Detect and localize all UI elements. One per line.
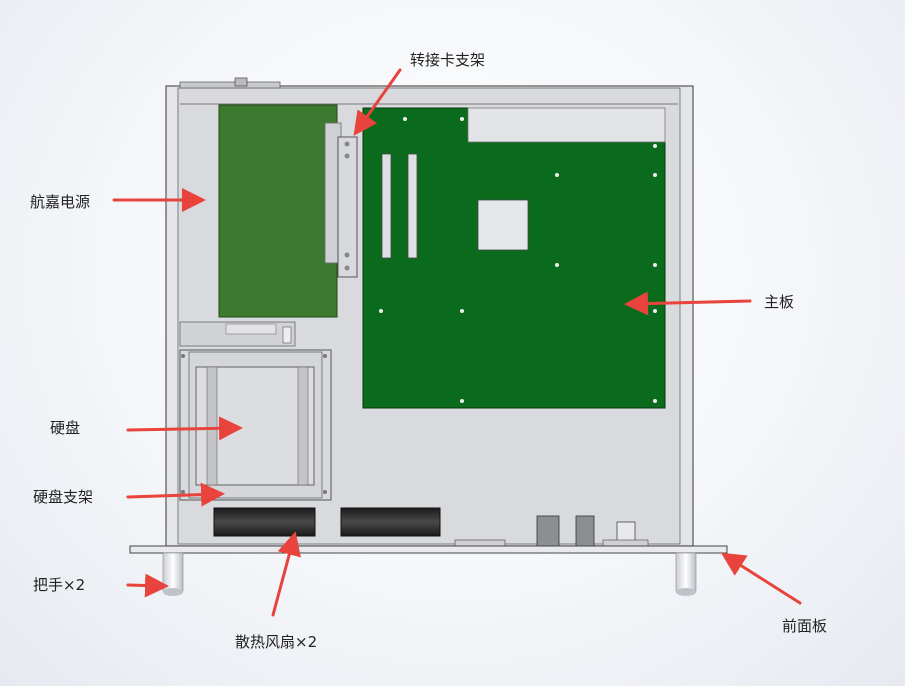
label-disk-bracket: 硬盘支架 — [33, 488, 94, 506]
label-hard-disk: 硬盘 — [50, 419, 81, 437]
handles — [162, 552, 697, 596]
label-front-panel: 前面板 — [782, 617, 828, 635]
arrow-motherboard — [624, 291, 752, 316]
label-adapter-bracket: 转接卡支架 — [410, 51, 486, 69]
callout-arrows — [112, 68, 802, 617]
label-fans: 散热风扇×2 — [235, 633, 318, 651]
arrow-handle — [126, 573, 169, 598]
arrow-front-panel — [720, 552, 802, 605]
motherboard — [362, 107, 666, 409]
arrow-hard-disk — [126, 416, 243, 441]
label-handle: 把手×2 — [33, 576, 86, 594]
label-motherboard: 主板 — [764, 293, 795, 311]
rear-connectors — [454, 515, 649, 547]
hard-disk — [195, 366, 315, 486]
arrow-adapter-bracket — [353, 68, 402, 136]
arrow-fans — [271, 531, 301, 617]
front-panel — [129, 545, 728, 554]
power-supply — [179, 104, 338, 347]
arrow-disk-bracket — [126, 482, 225, 507]
label-power-supply: 航嘉电源 — [30, 193, 91, 211]
adapter-bracket — [324, 122, 358, 278]
